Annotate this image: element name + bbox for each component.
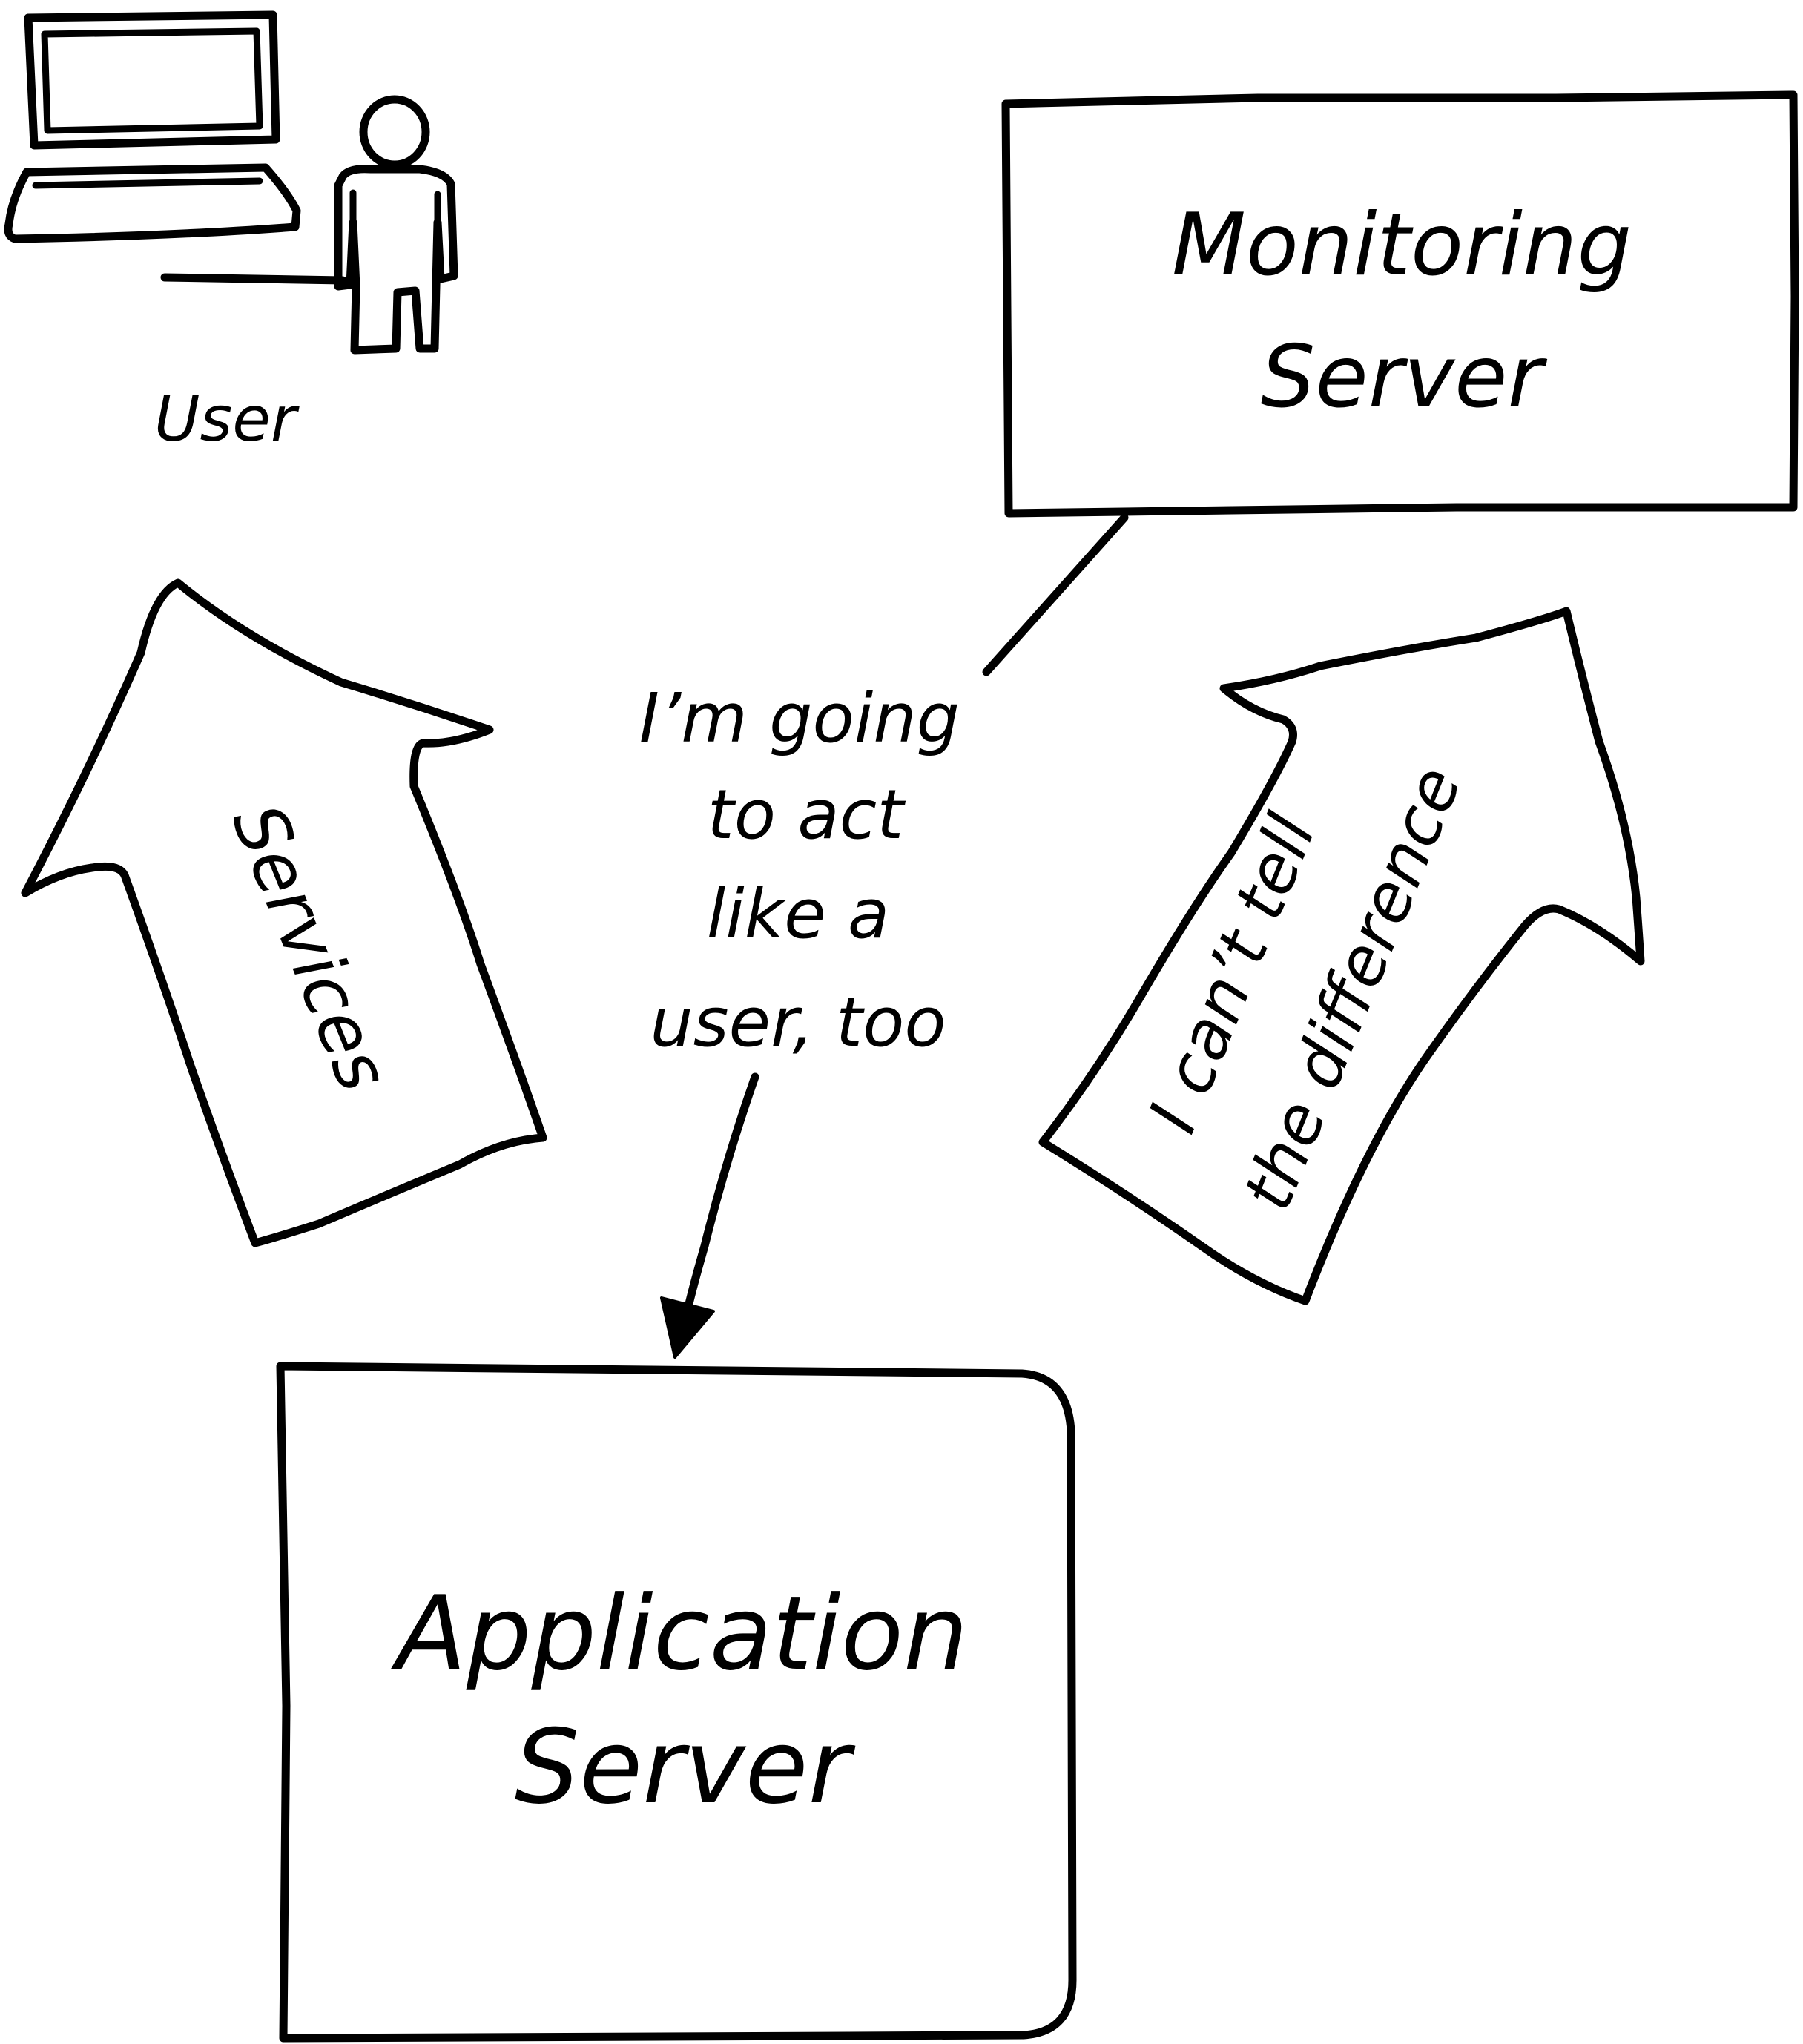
callout-pointer-arrowhead [660, 1296, 715, 1359]
services-arrow: Services [21, 578, 547, 1247]
callout-line-3: like a [707, 874, 890, 954]
callout-connector-line [982, 513, 1129, 676]
callout-line-1: I’m going [639, 679, 960, 758]
monitoring-server-node: Monitoring Server [1001, 90, 1799, 518]
person-icon [334, 95, 458, 355]
services-arrow-label: Services [216, 793, 405, 1102]
monitoring-server-label-line2: Server [1261, 327, 1548, 427]
application-server-label-line1: Application [390, 1574, 968, 1693]
callout-line-2: to act [708, 775, 906, 854]
monitoring-callout: I’m going to act like a user, too [639, 513, 1129, 1359]
monitoring-server-box [1001, 90, 1799, 518]
callout-pointer-line [681, 1072, 759, 1325]
monitoring-server-label-line1: Monitoring [1172, 195, 1632, 295]
application-server-label-line2: Server [515, 1707, 856, 1827]
callout-line-4: user, too [650, 983, 946, 1062]
user-figure: User [4, 10, 458, 455]
application-server-node: Application Server [276, 1362, 1077, 2043]
services-arrow-outline [21, 578, 547, 1247]
user-label: User [154, 383, 300, 455]
cant-tell-arrow-outline [1038, 607, 1645, 1305]
laptop-icon [4, 10, 347, 285]
cant-tell-arrow: I can’t tell the difference [1038, 607, 1645, 1305]
application-server-box [276, 1362, 1077, 2043]
